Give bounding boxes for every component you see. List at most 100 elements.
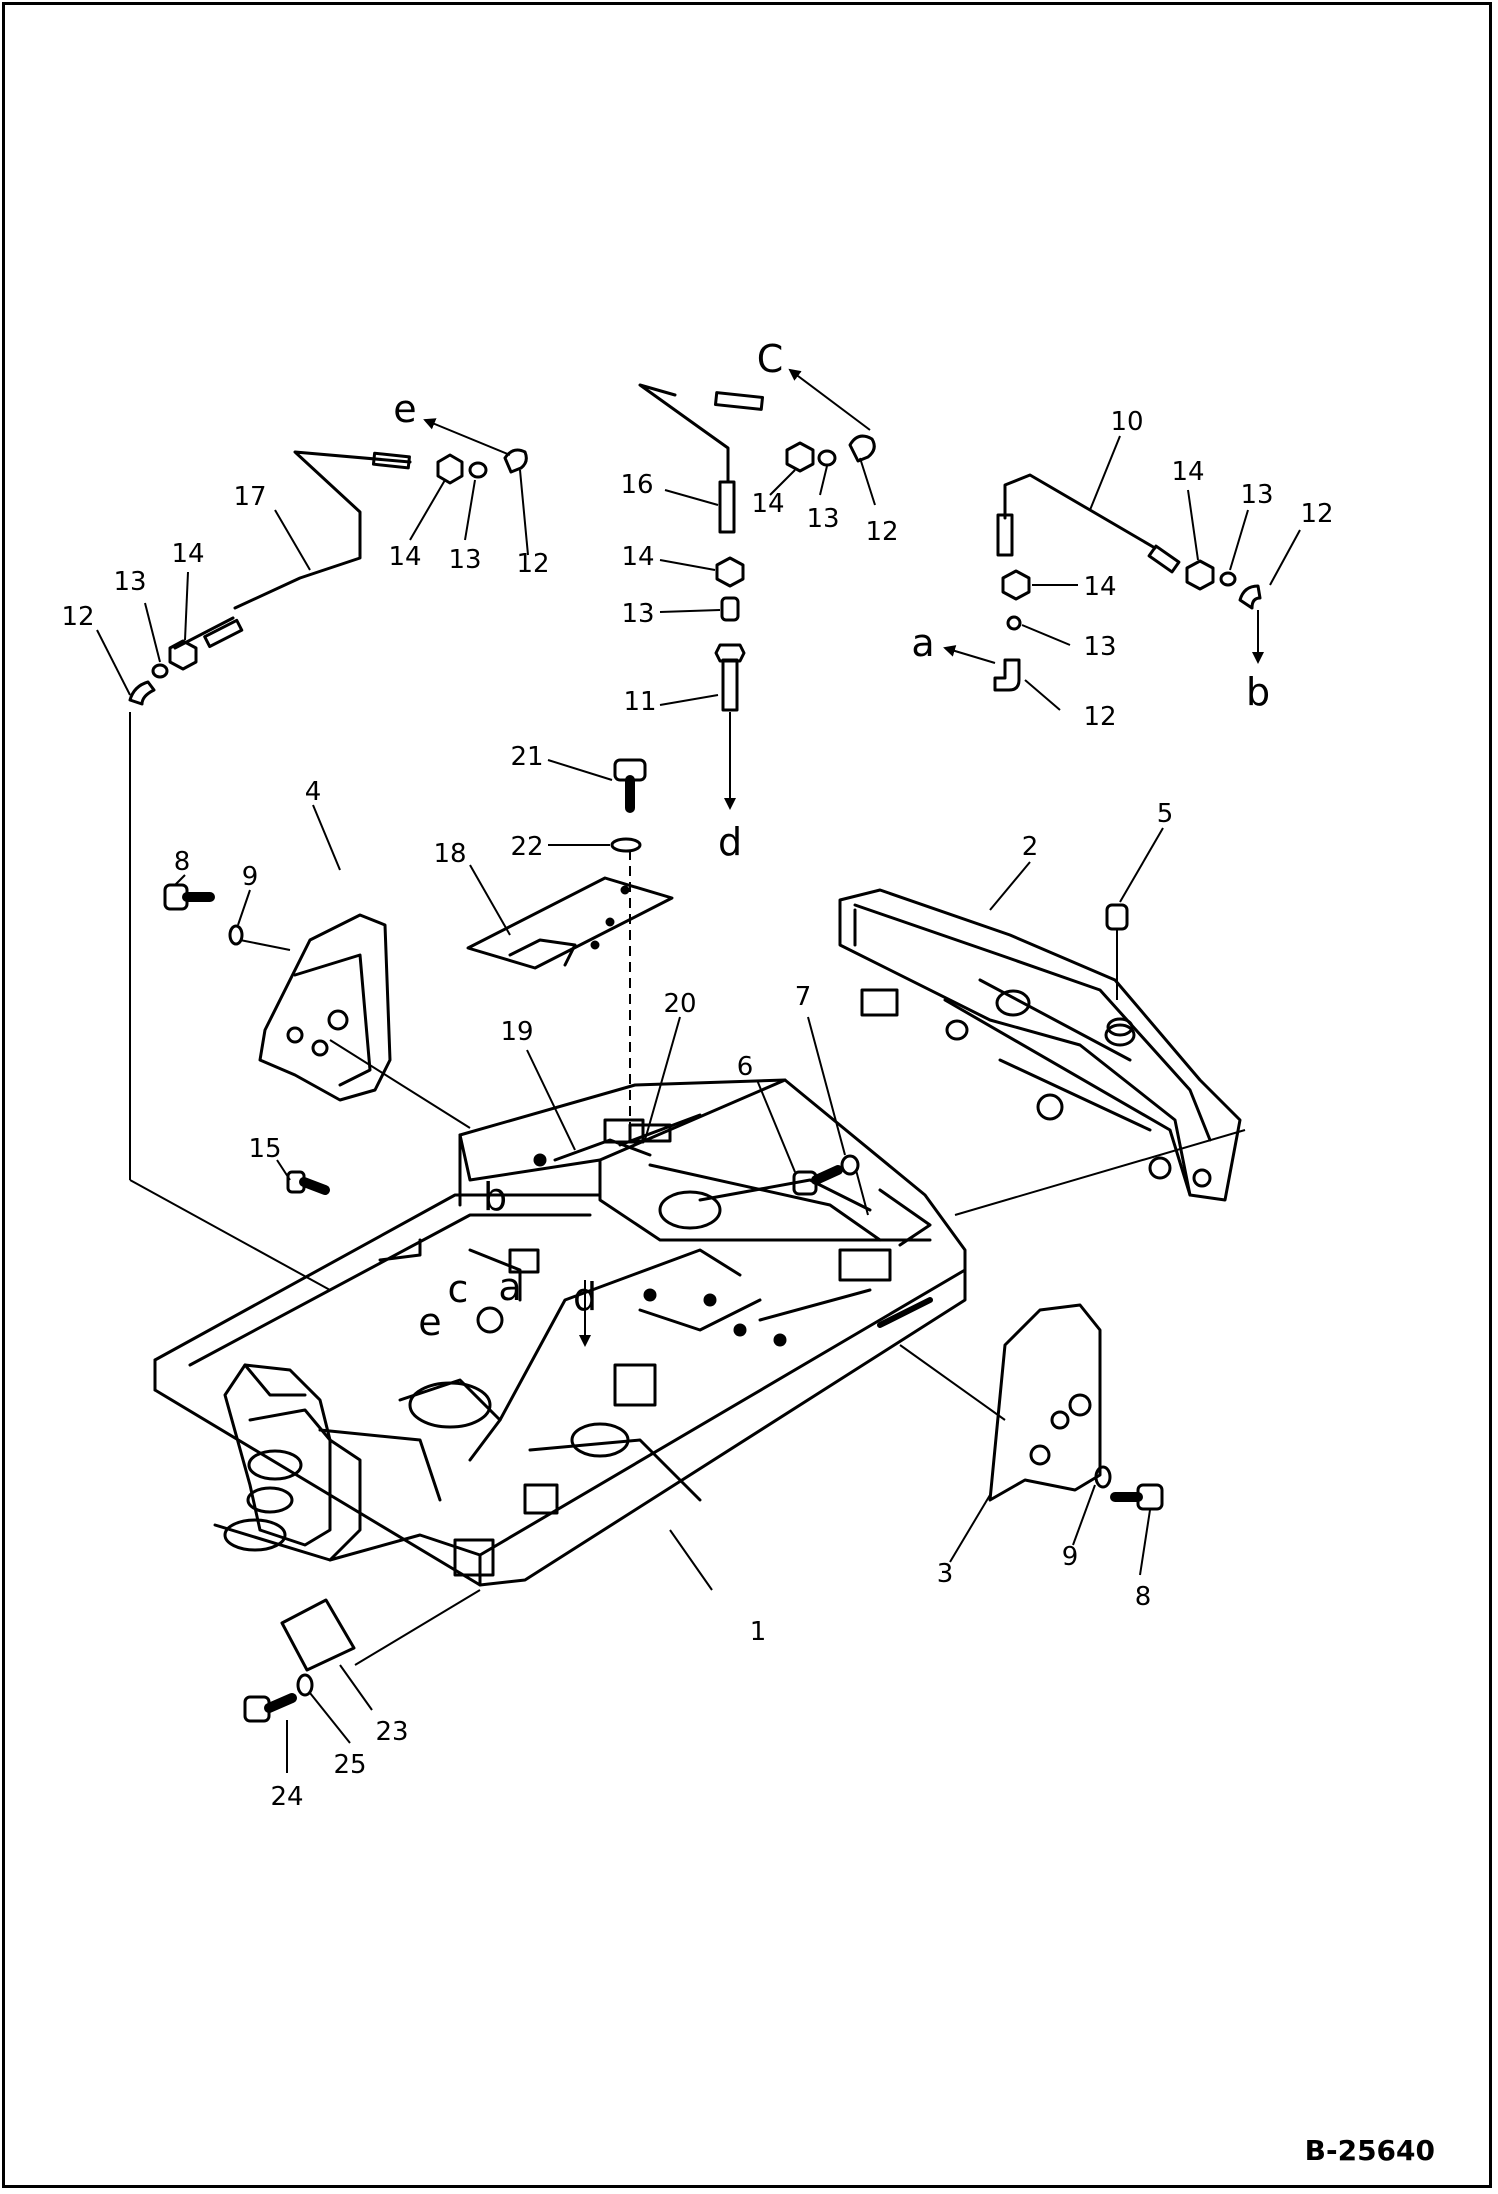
callout-9-right: 9: [1062, 1542, 1079, 1572]
callout-12-top-right: 12: [1300, 499, 1333, 529]
leader-13a: [144, 602, 161, 663]
callout-16: 16: [620, 470, 653, 500]
hose-17-route-line-b: [129, 1179, 331, 1291]
callout-13-left: 13: [113, 567, 146, 597]
leader-7: [807, 1016, 846, 1156]
callout-12-lower-right: 12: [1083, 702, 1116, 732]
connection-letter-b: b: [1246, 670, 1270, 714]
callout-14-mid-center: 14: [621, 542, 654, 572]
leader-21: [547, 759, 613, 781]
access-cover: [280, 1598, 356, 1672]
callout-18: 18: [433, 839, 466, 869]
callout-3: 3: [937, 1559, 954, 1589]
leader-14c: [769, 469, 796, 496]
washer-7: [840, 1154, 860, 1176]
plate-4-assembly-line: [329, 1039, 471, 1129]
callout-10: 10: [1110, 407, 1143, 437]
connection-letter-c: C: [757, 337, 784, 381]
counterweight-assembly-line: [954, 1129, 1246, 1216]
callout-13-top-left: 13: [448, 545, 481, 575]
callout-7: 7: [795, 982, 812, 1012]
arrow-to-a: [943, 645, 996, 664]
callout-11: 11: [623, 687, 656, 717]
leader-13e: [1229, 509, 1249, 571]
callout-12-left: 12: [61, 602, 94, 632]
leader-17: [274, 509, 311, 571]
leader-13f: [1021, 624, 1071, 646]
callout-14-top-left: 14: [388, 542, 421, 572]
leader-1: [669, 1529, 713, 1591]
callout-22: 22: [510, 832, 543, 862]
bolt-8-left: [163, 883, 215, 911]
leader-14a: [184, 571, 189, 641]
fittings-right: [993, 559, 1262, 692]
leader-13b: [464, 479, 476, 541]
leader-15: [276, 1159, 291, 1181]
leader-18: [469, 864, 511, 936]
cover-23-assembly-line: [354, 1589, 481, 1666]
leader-4: [312, 804, 341, 871]
callout-13-top-center: 13: [806, 504, 839, 534]
leader-16: [664, 489, 719, 506]
callout-14-top-right: 14: [1171, 457, 1204, 487]
leader-12c: [859, 457, 876, 506]
callout-5: 5: [1157, 799, 1174, 829]
leader-5: [1119, 827, 1164, 903]
leader-12b: [519, 469, 529, 556]
callout-6: 6: [737, 1052, 754, 1082]
callout-14-lower-right: 14: [1083, 572, 1116, 602]
plug-15: [286, 1170, 330, 1195]
side-plate-right: [988, 1303, 1102, 1502]
frame-letter-a: a: [498, 1265, 521, 1309]
leader-14e: [1187, 489, 1199, 561]
callout-12-top-center: 12: [865, 517, 898, 547]
connection-letter-a: a: [911, 621, 934, 665]
leader-19: [526, 1049, 576, 1151]
hose-17: [173, 450, 412, 650]
leader-9b: [1072, 1484, 1096, 1546]
callout-12-top-left: 12: [516, 549, 549, 579]
leader-23: [339, 1664, 373, 1711]
leader-13c: [819, 465, 828, 496]
fittings-top-center: [714, 434, 876, 712]
leader-13d: [659, 609, 721, 613]
callout-19: 19: [500, 1017, 533, 1047]
bolt-21: [613, 758, 647, 813]
callout-17: 17: [233, 482, 266, 512]
leader-6: [756, 1079, 796, 1173]
washer-9-assembly-line: [239, 939, 291, 951]
frame-letter-b: b: [483, 1175, 507, 1219]
callout-14-top-center: 14: [751, 489, 784, 519]
washer-25: [296, 1673, 314, 1697]
callout-8-left: 8: [174, 847, 191, 877]
frame-letter-e: e: [418, 1300, 441, 1344]
callout-25: 25: [333, 1750, 366, 1780]
bolt-6: [792, 1165, 843, 1196]
connection-letter-d: d: [718, 820, 742, 864]
washer-9-right: [1094, 1465, 1112, 1489]
callout-8-right: 8: [1135, 1582, 1152, 1612]
leader-8b: [1139, 1509, 1151, 1576]
hose-10: [996, 473, 1181, 574]
callout-4: 4: [305, 777, 322, 807]
side-plate-left: [258, 913, 392, 1102]
leader-14b: [409, 479, 446, 541]
leader-25: [309, 1692, 351, 1744]
leader-11: [659, 694, 719, 706]
callout-1: 1: [750, 1617, 767, 1647]
callout-15: 15: [248, 1134, 281, 1164]
leader-9a: [237, 889, 251, 926]
leader-20: [644, 1016, 681, 1141]
fittings-top-left: [128, 448, 528, 706]
leader-12d: [1269, 529, 1301, 586]
counterweight: [838, 888, 1242, 1202]
frame-letter-d: d: [573, 1275, 597, 1319]
document-number: B-25640: [1305, 2134, 1435, 2167]
callout-2: 2: [1022, 832, 1039, 862]
connection-letter-e: e: [393, 387, 416, 431]
hose-16: [638, 383, 765, 534]
washer-22: [610, 837, 642, 853]
arrow-to-c: [788, 368, 871, 431]
revolving-frame: [153, 1078, 967, 1587]
